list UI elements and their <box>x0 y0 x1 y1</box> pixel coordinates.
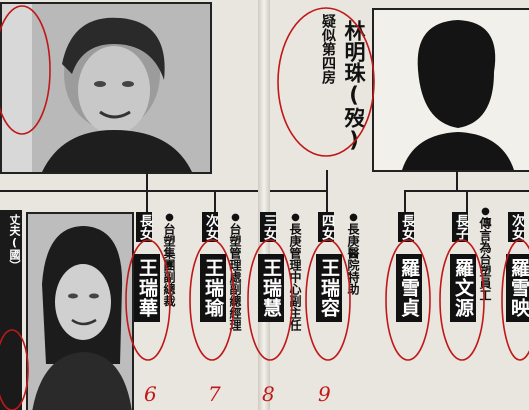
tree-line-right-horizontal-a <box>270 190 328 192</box>
person-name: 羅文源 <box>450 254 476 322</box>
person-name: 羅雪映 <box>506 254 529 322</box>
tree-line-left-horizontal <box>0 190 258 192</box>
person-role: ●傳言為台塑員工 <box>478 206 492 301</box>
silhouette-icon <box>374 10 529 170</box>
person-role: ●台塑管理處副總經理 <box>228 212 242 331</box>
handwritten-mark: 8 <box>262 382 275 406</box>
portrait-photo-icon <box>28 214 132 410</box>
side-label: 丈夫(國） <box>0 210 22 410</box>
relation-label: 三女 <box>260 212 276 242</box>
person-name: 王瑞瑜 <box>200 254 226 322</box>
portrait-photo-icon <box>2 4 210 172</box>
tree-drop <box>466 190 468 212</box>
handwritten-mark: 9 <box>318 382 331 406</box>
tree-drop <box>326 170 328 212</box>
person-role: ●長庚醫院特助 <box>346 212 360 295</box>
handwritten-mark: 6 <box>144 382 157 406</box>
tree-drop <box>214 190 216 212</box>
person-name: 王瑞慧 <box>258 254 284 322</box>
tree-drop <box>456 170 458 192</box>
relation-label: 次女 <box>508 212 524 242</box>
silhouette-photo <box>372 8 529 172</box>
relation-label: 長女 <box>136 212 152 242</box>
relation-label: 長女 <box>398 212 414 242</box>
relation-label: 四女 <box>318 212 334 242</box>
person-role: ●台塑集團副總裁 <box>162 212 176 307</box>
relation-label: 長子 <box>452 212 468 242</box>
mother-note: 疑似第四房 <box>320 14 336 84</box>
relation-label: 次女 <box>202 212 218 242</box>
person-name: 王瑞容 <box>316 254 342 322</box>
person-name: 羅雪貞 <box>396 254 422 322</box>
person-name: 王瑞華 <box>134 254 160 322</box>
tree-line-left-stem <box>146 170 148 192</box>
tree-drop <box>146 190 148 212</box>
handwritten-mark: 7 <box>208 382 221 406</box>
tree-drop <box>404 190 406 212</box>
portrait-photo-top <box>0 2 212 174</box>
portrait-photo-mid <box>26 212 134 410</box>
